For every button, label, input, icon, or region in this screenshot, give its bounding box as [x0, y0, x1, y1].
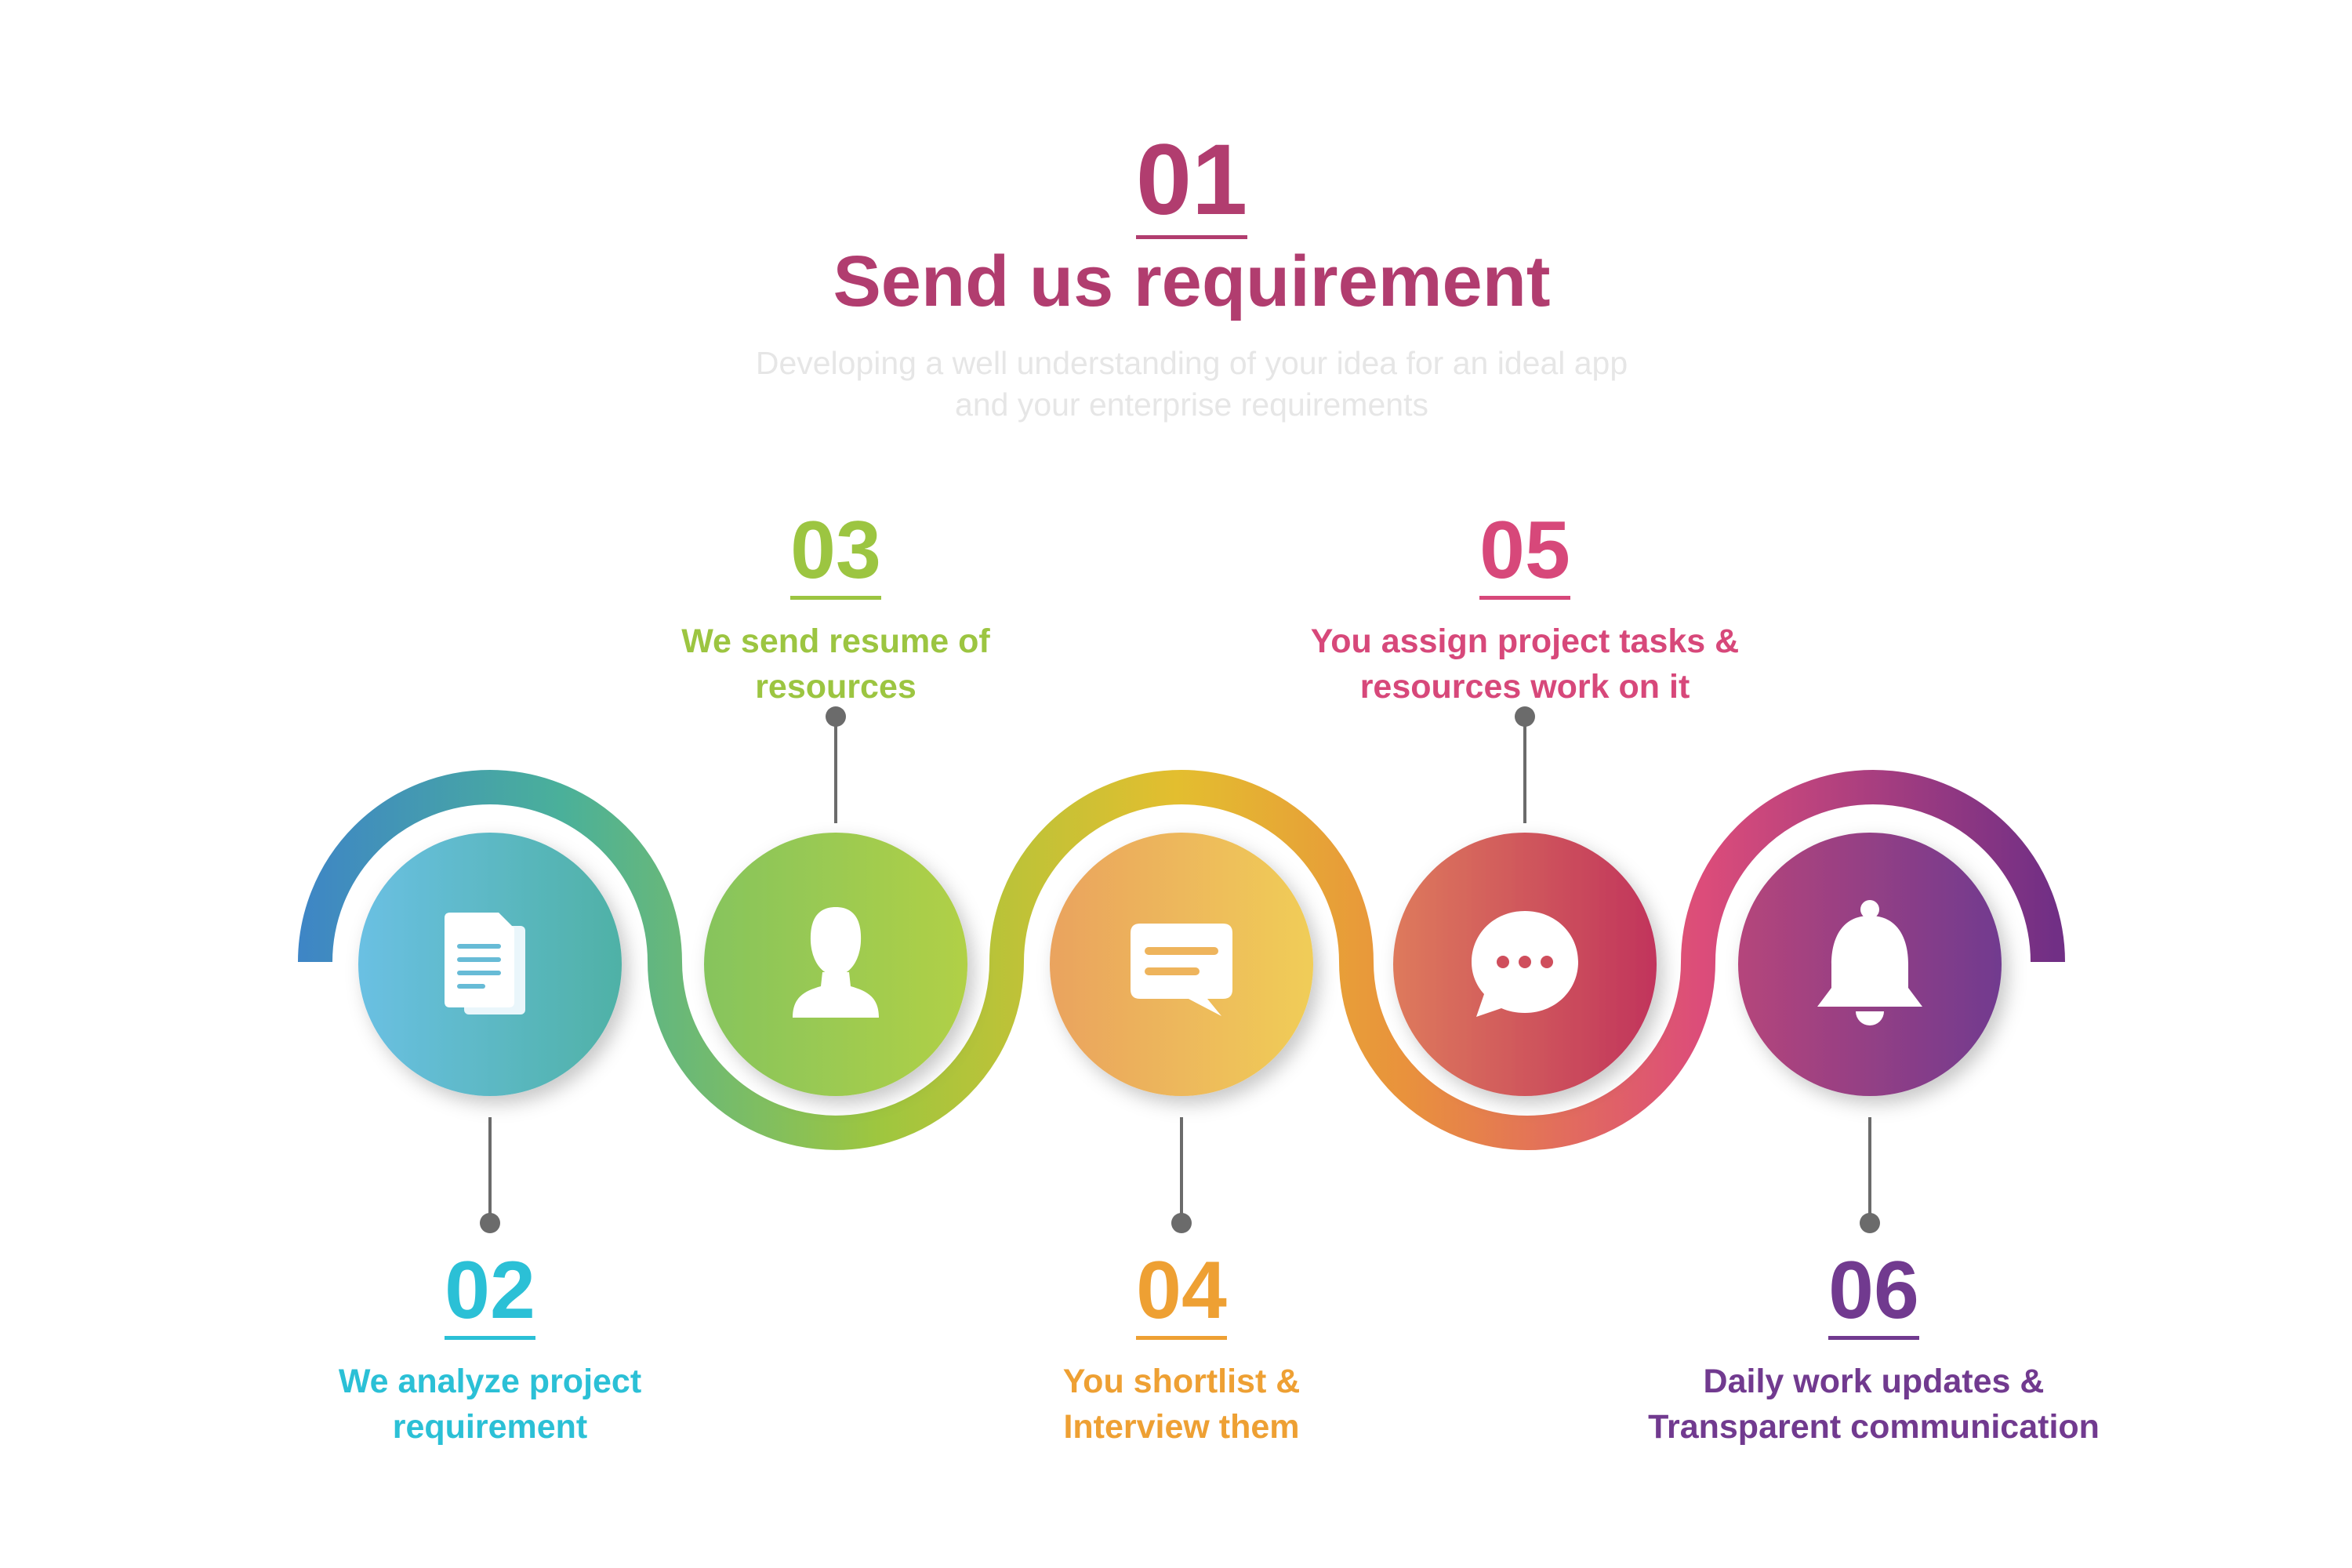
step-04-number: 04: [1136, 1250, 1227, 1340]
step-04-block: 04 You shortlist & Interview them: [985, 1250, 1377, 1450]
step-06-number: 06: [1828, 1250, 1919, 1340]
connector-02: [480, 1117, 500, 1233]
message-icon: [1131, 924, 1232, 1016]
step-01-title: Send us requirement: [833, 241, 1551, 321]
user-icon: [793, 907, 879, 1018]
document-icon: [445, 913, 525, 1014]
chat-bubble-icon: [1472, 911, 1578, 1017]
step-02-title: We analyze project requirement: [338, 1363, 642, 1446]
step-06-title: Daily work updates & Transparent communi…: [1648, 1363, 2100, 1446]
step-05-block: 05 You assign project tasks & resources …: [1274, 510, 1776, 710]
step-01-number: 01: [1135, 130, 1248, 239]
step-02-number: 02: [445, 1250, 535, 1340]
connector-04: [1171, 1117, 1192, 1233]
connector-03: [826, 706, 846, 823]
step-05-title: You assign project tasks & resources wor…: [1310, 622, 1740, 706]
step-01-block: 01 Send us requirement Developing a well…: [706, 130, 1678, 426]
step-03-title: We send resume of resources: [681, 622, 990, 706]
step-05-number: 05: [1479, 510, 1570, 600]
bell-icon: [1817, 900, 1922, 1025]
step-03-number: 03: [790, 510, 881, 600]
connector-06: [1860, 1117, 1880, 1233]
step-06-block: 06 Daily work updates & Transparent comm…: [1631, 1250, 2117, 1450]
connector-05: [1515, 706, 1535, 823]
step-03-block: 03 We send resume of resources: [640, 510, 1032, 710]
step-04-title: You shortlist & Interview them: [1062, 1363, 1301, 1446]
wave-track: [298, 770, 2065, 1150]
step-01-description: Developing a well understanding of your …: [755, 344, 1628, 423]
step-02-block: 02 We analyze project requirement: [294, 1250, 686, 1450]
